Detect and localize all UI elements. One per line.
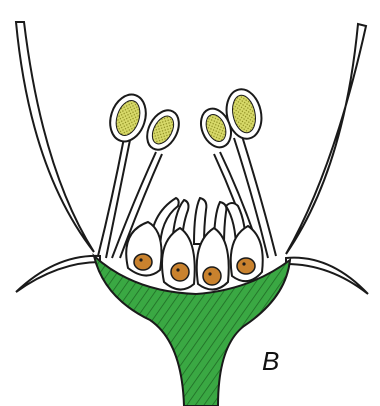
ovary-2	[162, 228, 195, 290]
sepal-right	[286, 24, 366, 254]
petal-right	[286, 258, 368, 294]
panel-label: B	[262, 348, 279, 374]
styles	[150, 198, 246, 250]
petal-left	[16, 256, 100, 292]
anther-left-2	[141, 105, 185, 155]
anther-left-1	[104, 90, 151, 146]
sepal-left	[16, 22, 94, 252]
